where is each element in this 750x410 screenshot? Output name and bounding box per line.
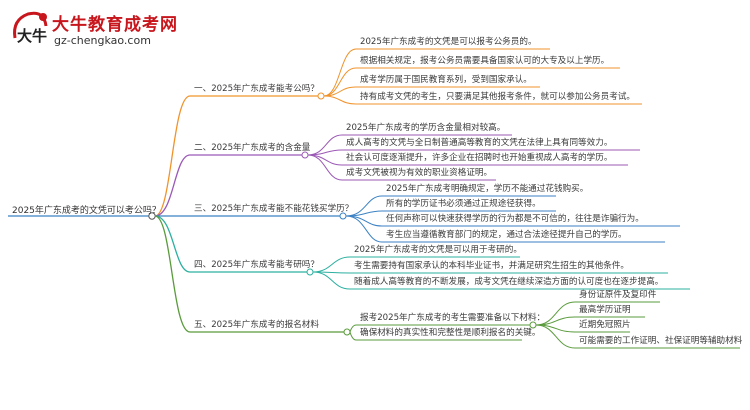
logo-glyph: 大牛 (17, 27, 47, 45)
branch-2-leaf: 2025年广东成考的学历含金量相对较高。 (346, 123, 506, 133)
branch-5-dot (343, 328, 351, 336)
branch-1-leaf: 根据相关规定，报考公务员需要具备国家认可的大专及以上学历。 (360, 56, 610, 66)
branch-5-sub-leaf: 最高学历证明 (579, 305, 631, 315)
root-node: 2025年广东成考的文凭可以考公吗？ (12, 206, 161, 216)
branch-1-connector (154, 95, 191, 217)
branch-2-title: 二、2025年广东成考的含金量 (194, 143, 311, 153)
branch-5-sub-leaf-connectors (535, 301, 740, 349)
branch-1-leaf: 持有成考文凭的考生，只要满足其他报考条件，就可以参加公务员考试。 (360, 92, 636, 102)
branch-2-leaf-connectors (307, 134, 640, 181)
branch-3-leaf: 任何声称可以快速获得学历的行为都是不可信的，往往是诈骗行为。 (386, 214, 644, 224)
branch-3-title: 三、2025年广东成考能不能花钱买学历？ (194, 204, 354, 214)
branch-4-title: 四、2025年广东成考能考研吗？ (194, 260, 319, 270)
branch-3-leaf: 所有的学历证书必须通过正规途径获得。 (386, 199, 541, 209)
branch-1-leaf-connectors (323, 48, 642, 105)
branch-2-leaf: 成人高考的文凭与全日制普通高等教育的文凭在法律上具有同等效力。 (346, 138, 613, 148)
branch-1-leaf: 2025年广东成考的文凭是可以报考公务员的。 (360, 37, 537, 47)
branch-5-sub-leaf: 身份证原件及复印件 (579, 290, 657, 300)
logo-icon: 大牛 (10, 8, 50, 50)
branch-5-sub-leaf: 可能需要的工作证明、社保证明等辅助材料 (579, 336, 743, 346)
branch-3-leaf: 2025年广东成考明确规定，学历不能通过花钱购买。 (386, 184, 589, 194)
branch-5-connector (154, 215, 191, 333)
site-logo[interactable]: 大牛 大牛教育成考网 gz-chengkao.com (10, 6, 180, 52)
branch-2-connector (154, 154, 191, 217)
branch-3-leaf: 考生应当遵循教育部门的规定，通过合法途径提升自己的学历。 (386, 230, 627, 240)
branch-5-sub-leaf: 近期免冠照片 (579, 320, 631, 330)
brand-url: gz-chengkao.com (54, 34, 151, 47)
branch-4-leaf: 2025年广东成考的文凭是可以用于考研的。 (354, 245, 522, 255)
branch-1-title: 一、2025年广东成考能考公吗？ (194, 84, 319, 94)
branch-1-leaf: 成考学历属于国民教育系列，受到国家承认。 (360, 75, 532, 85)
branch-3-leaf-connectors (345, 195, 680, 243)
branch-2-leaf: 社会认可度逐渐提升，许多企业在招聘时也开始重视成人高考的学历。 (346, 153, 613, 163)
branch-4-leaf: 考生需要持有国家承认的本科毕业证书，并满足研究生招生的其他条件。 (354, 261, 630, 271)
branch-4-leaf-connectors (312, 256, 690, 290)
branch-5-leaf: 确保材料的真实性和完整性是顺利报名的关键。 (360, 328, 541, 338)
branch-2-leaf: 成考文凭被视为有效的职业资格证明。 (346, 168, 493, 178)
branch-4-leaf: 随着成人高等教育的不断发展，成考文凭在继续深造方面的认可度也在逐步提高。 (354, 277, 664, 287)
brand-name: 大牛教育成考网 (52, 15, 178, 35)
branch-5-leaf: 报考2025年广东成考的考生需要准备以下材料： (360, 313, 546, 323)
branch-4-connector (154, 215, 191, 273)
branch-5-leaf-connectors (349, 324, 530, 341)
branch-5-title: 五、2025年广东成考的报名材料 (194, 320, 319, 330)
